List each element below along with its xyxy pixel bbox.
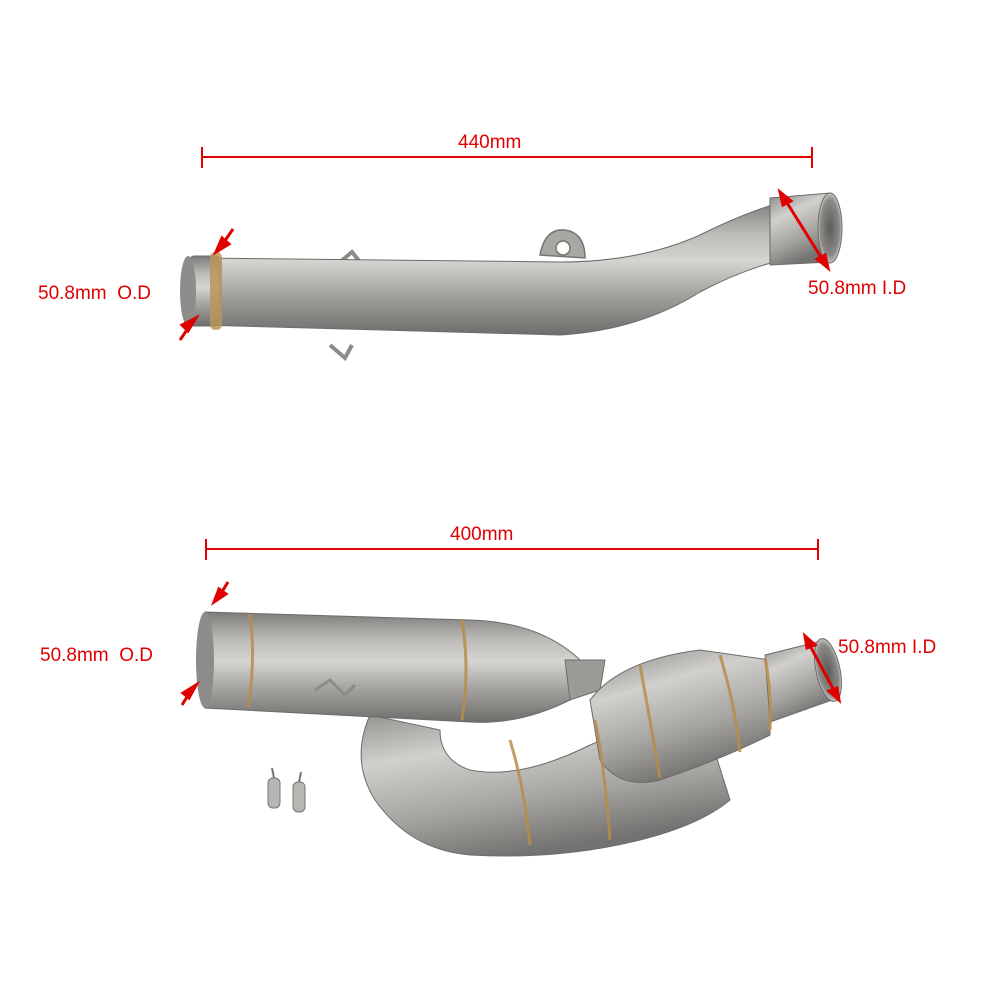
top-exhaust-pipe [180, 192, 843, 362]
top-spring-hook-lower [328, 343, 354, 362]
top-spring-hook-upper [338, 249, 362, 264]
bottom-od-arrows [180, 581, 230, 706]
top-length-label: 440mm [458, 132, 522, 153]
bottom-id-label: 50.8mm I.D [838, 637, 937, 658]
top-id-arrow [777, 188, 831, 272]
bottom-length-dimension [205, 539, 819, 560]
bottom-y-link-pipe [196, 611, 842, 857]
bottom-id-arrow [802, 632, 842, 704]
top-id-label: 50.8mm I.D [808, 278, 907, 299]
bottom-length-label: 400mm [450, 524, 514, 545]
top-od-label: 50.8mm O.D [38, 283, 151, 304]
exhaust-springs [267, 767, 306, 813]
top-od-arrows [178, 228, 235, 341]
top-length-dimension [201, 147, 813, 168]
bottom-od-label: 50.8mm O.D [40, 645, 153, 666]
